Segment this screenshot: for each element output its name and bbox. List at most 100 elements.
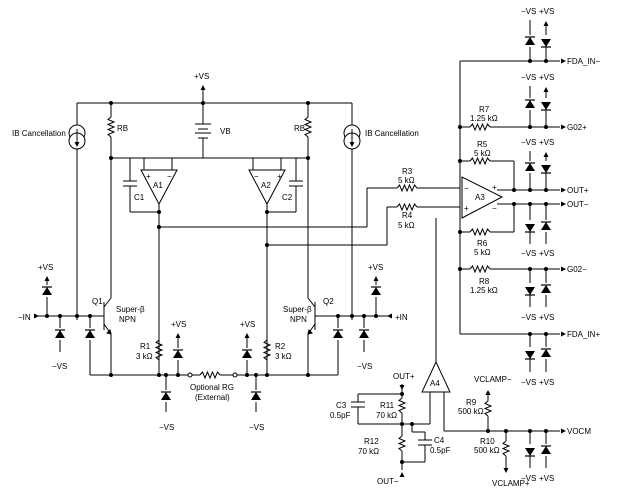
r7-label: R7 [479,105,490,114]
vclamp-neg-label: VCLAMP− [474,375,512,384]
q1-label: Q1 [92,297,103,306]
r6-label: R6 [477,239,488,248]
op-amp-a4: A4 VOCM VCLAMP− R9 500 kΩ R10 500 kΩ VCL… [421,218,591,488]
c3-value: 0.5pF [330,411,351,420]
r5-value: 5 kΩ [474,149,491,158]
clamp7-vs-pos: +VS [539,474,554,483]
c2-label: C2 [282,193,293,202]
clamp6-vs-pos: +VS [539,378,554,387]
clamp4-vs-pos: +VS [539,249,554,258]
clamp3-vs-pos: +VS [539,138,554,147]
in-pos-label: +IN [395,313,408,322]
transistor-q2: Q2 Super-β NPN [283,297,345,352]
q1-type-1: Super-β [116,305,145,314]
clamp1-vs-neg-a: −VS [521,7,536,16]
a4-label: A4 [430,379,440,388]
r9-label: R9 [466,398,477,407]
clamp3-vs-neg: −VS [521,138,536,147]
right-vs-pos: +VS [368,263,383,272]
r3-label: R3 [402,167,413,176]
ib-cancel-right: IB Cancellation [343,103,419,320]
clamp5-vs-pos: +VS [539,313,554,322]
input-pos: +IN +VS −VS [332,263,408,375]
clamp7-vs-neg: −VS [521,474,536,483]
c1-label: C1 [134,193,145,202]
a1-label: A1 [153,181,163,190]
capacitor-c2: C2 [265,158,303,214]
capacitor-c1: C1 [123,158,161,214]
clamp2-vs-neg: −VS [521,73,536,82]
rb-left-label: RB [117,124,128,133]
clamp6-vs-neg: −VS [521,378,536,387]
r1-value: 3 kΩ [136,352,153,361]
a2-minus: − [254,172,259,181]
clamp1-vs-pos-a: +VS [539,7,554,16]
r9-value: 500 kΩ [458,407,484,416]
c3-label: C3 [336,401,347,410]
a3-out-minus: − [492,204,497,213]
supply-rail: +VS [77,72,352,105]
a2-plus: + [277,172,282,181]
clamp-out-neg: −VS +VS [521,204,554,258]
r3-value: 5 kΩ [398,176,415,185]
r11-value: 70 kΩ [376,411,397,420]
clamp-out-pos: −VS +VS [521,138,554,190]
op-amp-a3: R3 5 kΩ R4 5 kΩ A3 − + + − OUT+ OUT− R5 … [396,140,589,257]
vclamp-pos-label: VCLAMP+ [492,479,530,488]
a3-minus: − [464,184,469,193]
rg-label: Optional RG [190,383,234,392]
r10-value: 500 kΩ [474,446,500,455]
rg-sub-label: (External) [195,393,230,402]
a3-plus: + [464,204,469,213]
r4-value: 5 kΩ [398,221,415,230]
out-pos-sense-label: OUT+ [393,372,415,381]
q2-type-2: NPN [290,315,307,324]
clamp-g02-pos: −VS +VS [521,73,554,129]
fda-in-pos-label: FDA_IN+ [567,330,600,339]
clamp2-vs-pos: +VS [539,73,554,82]
r12-value: 70 kΩ [358,447,379,456]
r10-label: R10 [480,437,495,446]
clamp5-vs-neg: −VS [521,313,536,322]
input-neg: −IN +VS −VS [18,263,104,375]
clamp-g02-neg: −VS +VS [521,267,554,322]
clamp-fda-in-neg: −VS +VS [521,7,554,63]
c4-label: C4 [434,436,445,445]
out-neg-label: OUT− [567,200,589,209]
cm-sense-network: OUT+ C3 0.5pF R11 70 kΩ OUT− R12 70 kΩ [330,372,451,486]
a1-plus: + [146,172,151,181]
vocm-label: VOCM [567,427,591,436]
rg-right-vs-neg: −VS [249,423,264,432]
a2-output-wire [267,206,397,246]
c4-value: 0.5pF [430,446,451,455]
rg-left-vs-neg: −VS [159,423,174,432]
a1-minus: − [167,172,172,181]
clamp-fda-in-pos: −VS +VS [521,332,554,387]
out-pos-label: OUT+ [567,186,589,195]
r8-value: 1.25 kΩ [470,286,498,295]
resistor-rb-right: RB [294,103,313,298]
supply-pos-label: +VS [194,72,209,81]
fda-in-neg-label: FDA_IN− [567,57,600,66]
r4-label: R4 [402,211,413,220]
g02-neg-label: G02− [567,265,587,274]
right-vs-neg: −VS [357,362,372,371]
r1-label: R1 [140,342,151,351]
resistor-rb-left: RB [106,103,128,298]
a1-output-wire [159,187,397,228]
fda-bus: FDA_IN− FDA_IN+ G02+ R7 1.25 kΩ G02− R8 … [458,57,600,339]
out-neg-sense-label: OUT− [377,477,399,486]
r12-label: R12 [364,437,379,446]
clamp4-vs-neg: −VS [521,249,536,258]
r11-label: R11 [380,401,395,410]
ib-cancel-left-label: IB Cancellation [12,129,66,138]
q2-type-1: Super-β [283,305,312,314]
battery-vb: VB [195,103,231,158]
r6-value: 5 kΩ [474,248,491,257]
emitter-network: R1 3 kΩ R2 3 kΩ Optional RG (External) +… [90,320,338,432]
left-vs-neg: −VS [52,362,67,371]
in-neg-label: −IN [18,313,31,322]
r8-label: R8 [479,277,490,286]
r5-label: R5 [477,140,488,149]
